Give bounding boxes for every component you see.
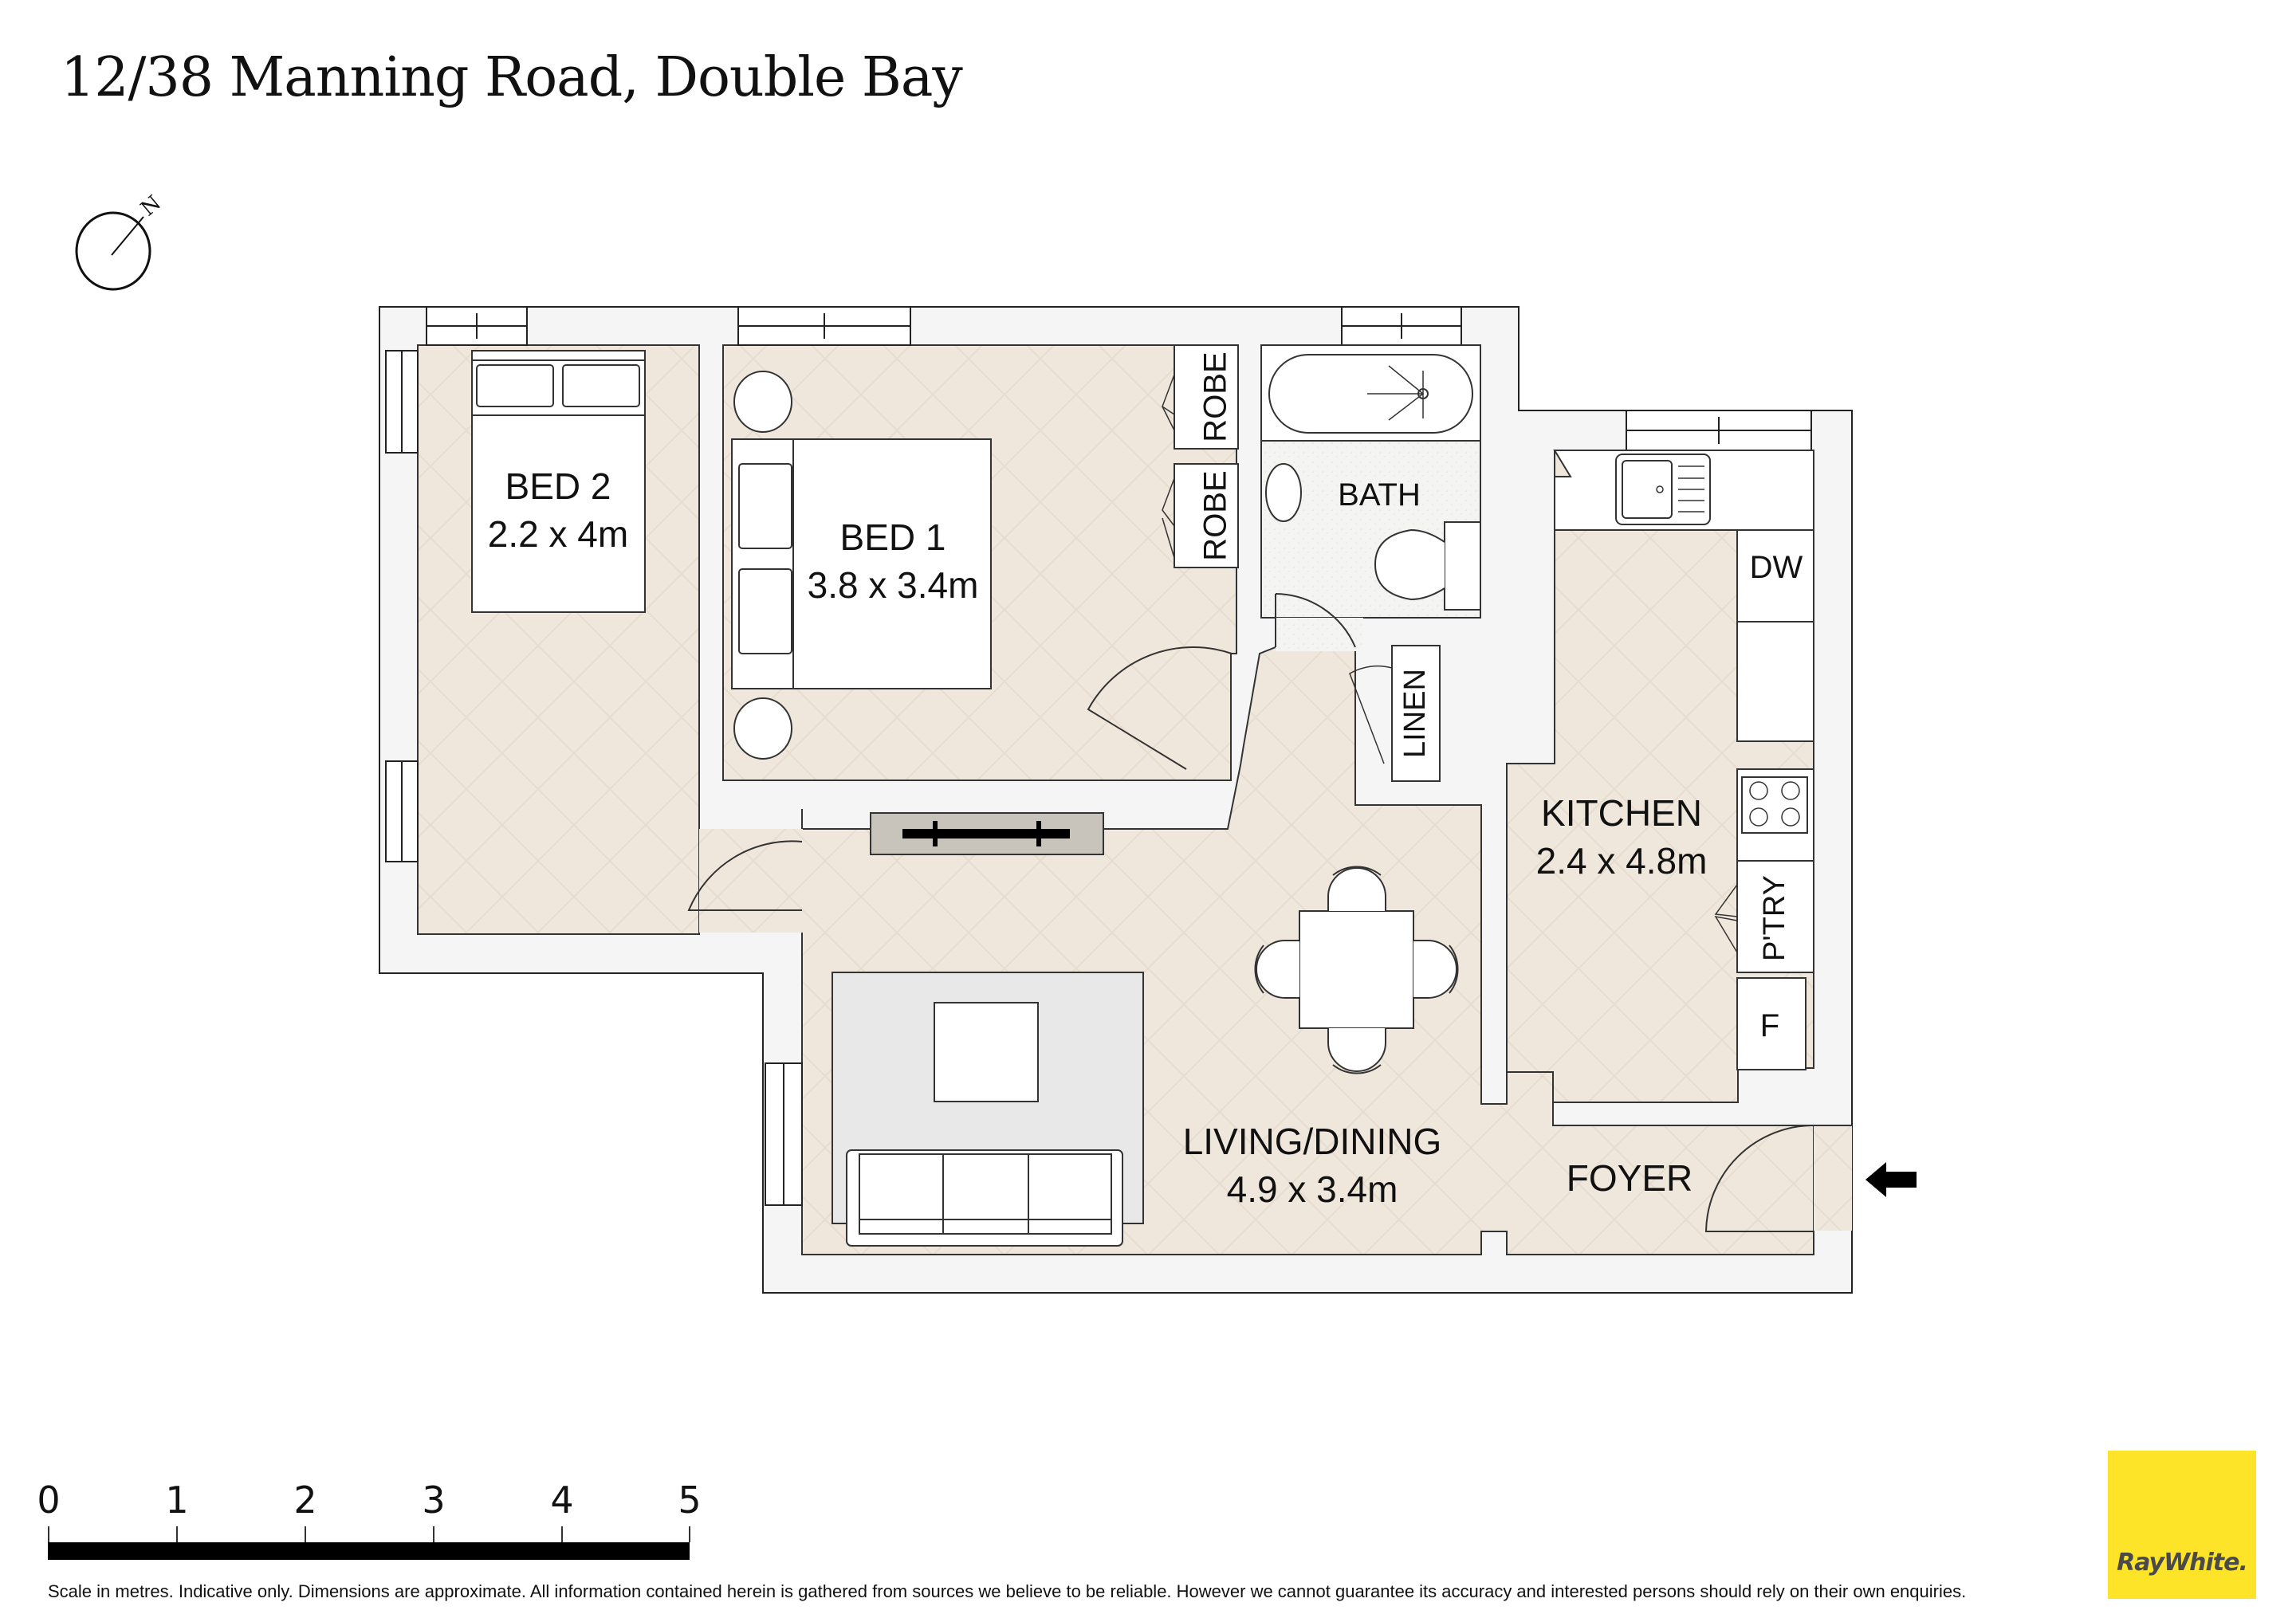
room-label-kitchen: KITCHEN bbox=[1541, 792, 1702, 834]
bed1-bed bbox=[731, 371, 992, 760]
svg-text:N: N bbox=[136, 191, 166, 222]
room-label-bed1: BED 1 bbox=[840, 516, 946, 558]
living-furniture bbox=[832, 866, 1459, 1247]
disclaimer-text: Scale in metres. Indicative only. Dimens… bbox=[48, 1581, 1967, 1601]
scale-tick-4: 4 bbox=[550, 1479, 574, 1522]
room-label-foyer: FOYER bbox=[1567, 1157, 1693, 1199]
fireplace bbox=[870, 812, 1104, 855]
dishwasher-label: DW bbox=[1750, 550, 1803, 585]
scale-tick-0: 0 bbox=[37, 1479, 61, 1522]
room-label-bath: BATH bbox=[1338, 477, 1421, 513]
entry-arrow-icon bbox=[1866, 1162, 1917, 1197]
pantry-label: P'TRY bbox=[1758, 875, 1791, 961]
robe-bottom-label: ROBE bbox=[1198, 470, 1233, 560]
raywhite-logo-text: RayWhite. bbox=[2117, 1549, 2248, 1577]
room-label-living: LIVING/DINING bbox=[1183, 1121, 1442, 1162]
page-title: 12/38 Manning Road, Double Bay bbox=[61, 46, 963, 109]
front-door bbox=[1704, 1125, 1852, 1232]
robe-top-label: ROBE bbox=[1198, 351, 1233, 442]
linen-cupboard bbox=[1349, 645, 1441, 782]
room-dims-kitchen: 2.4 x 4.8m bbox=[1536, 840, 1708, 882]
windows bbox=[385, 306, 1812, 1206]
robe-top bbox=[1162, 344, 1239, 450]
scale-tick-2: 2 bbox=[293, 1479, 317, 1522]
fridge-label: F bbox=[1760, 1008, 1779, 1043]
raywhite-logo: RayWhite. bbox=[2108, 1451, 2256, 1599]
scale-tick-5: 5 bbox=[678, 1479, 702, 1522]
bath-fixtures bbox=[1260, 344, 1481, 648]
room-dims-living: 4.9 x 3.4m bbox=[1227, 1168, 1398, 1210]
linen-label: LINEN bbox=[1398, 669, 1432, 758]
bed2-door bbox=[687, 840, 803, 911]
scale-tick-3: 3 bbox=[422, 1479, 446, 1522]
kitchen-benches bbox=[1553, 450, 1814, 1070]
room-label-bed2: BED 2 bbox=[505, 465, 611, 507]
bed2-bed bbox=[471, 350, 646, 613]
bed1-door bbox=[1087, 646, 1233, 770]
room-dims-bed1: 3.8 x 3.4m bbox=[808, 564, 979, 606]
room-dims-bed2: 2.2 x 4m bbox=[488, 513, 628, 555]
north-arrow-icon: N bbox=[75, 191, 166, 291]
scale-bar bbox=[48, 1526, 690, 1560]
scale-tick-1: 1 bbox=[165, 1479, 189, 1522]
robe-bottom bbox=[1162, 463, 1239, 568]
